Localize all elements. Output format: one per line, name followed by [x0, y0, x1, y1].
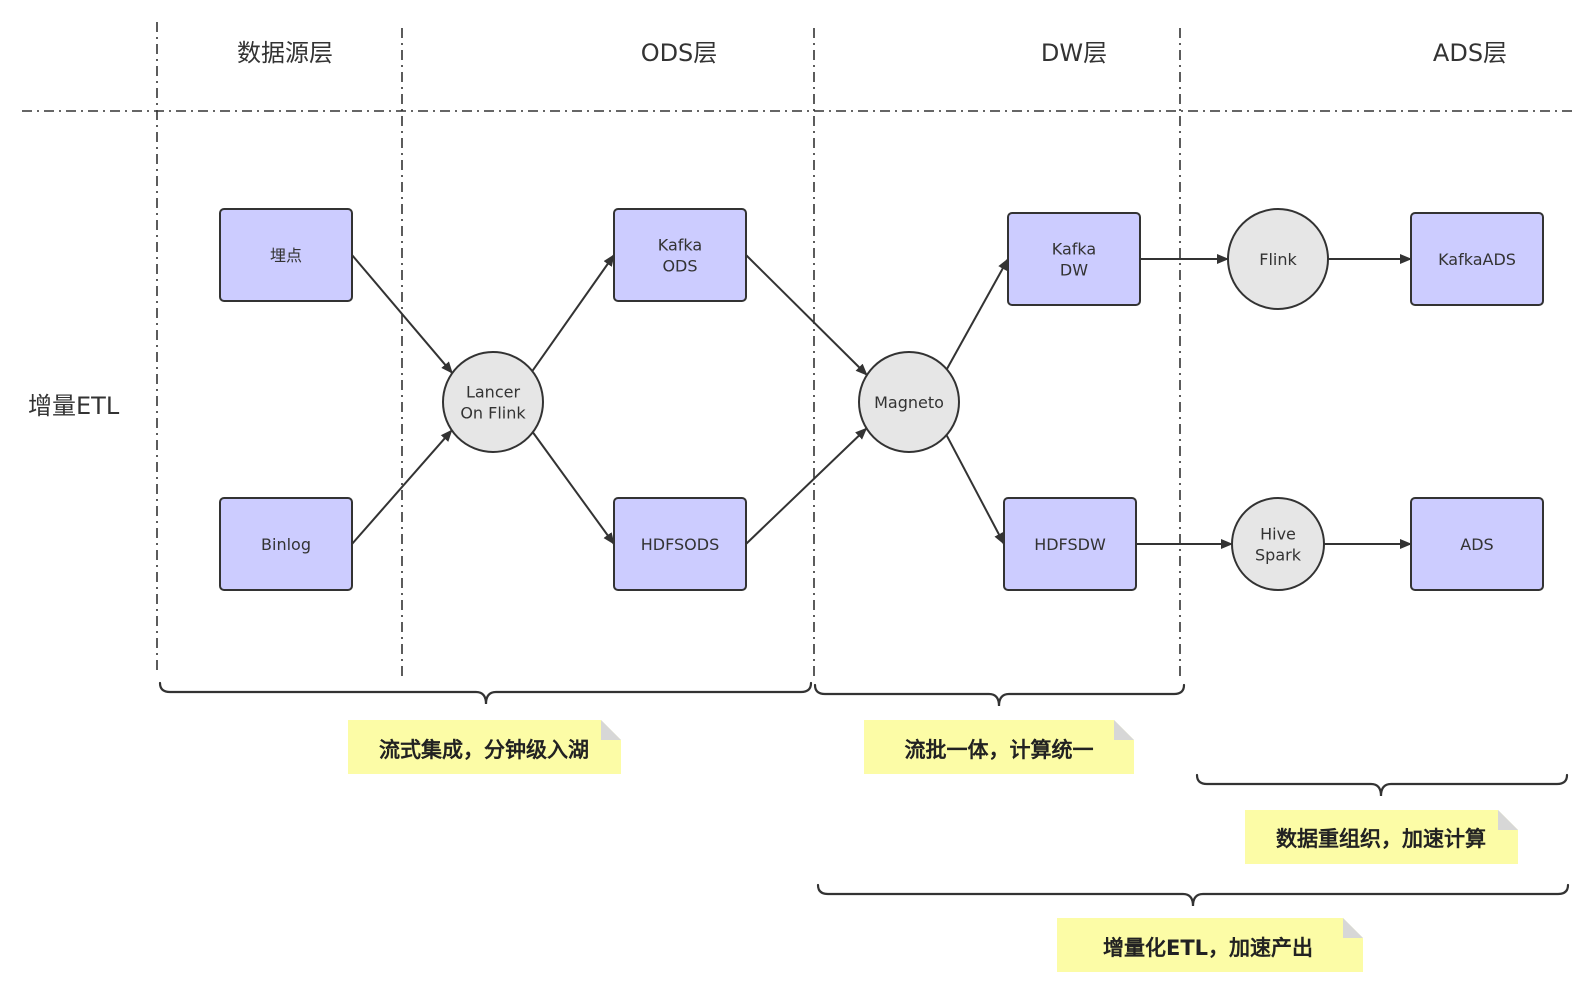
note-stream-ingest-text: 流式集成，分钟级入湖 [379, 738, 589, 762]
note-incremental-text: 增量化ETL，加速产出 [1103, 936, 1313, 960]
brace-stream-ingest [158, 681, 813, 705]
note-stream-batch-fold [1114, 720, 1134, 740]
node-kafka-ods-label: ODS [662, 257, 697, 276]
node-binlog-shape [219, 497, 353, 591]
note-stream-ingest: 流式集成，分钟级入湖 [348, 720, 621, 774]
edge-hdfs-ods-to-magneto [745, 427, 868, 545]
node-kafka-ads-shape [1410, 212, 1544, 306]
node-kafka-dw-label: Kafka [1052, 240, 1096, 259]
node-hive-spark-label: Spark [1255, 546, 1302, 565]
node-hdfs-dw: HDFSDW [1003, 497, 1137, 591]
layer-header-source: 数据源层 [237, 39, 333, 67]
node-kafka-ods-label: Kafka [658, 236, 702, 255]
edge-magneto-to-kafka-dw [945, 258, 1009, 370]
note-reorganize: 数据重组织，加速计算 [1245, 810, 1518, 864]
note-reorganize-body [1245, 810, 1518, 864]
node-binlog-label: Binlog [261, 535, 311, 554]
brace-incremental [816, 883, 1570, 907]
edge-kafka-ods-to-magneto [745, 254, 868, 376]
node-maidian-label: 埋点 [270, 246, 302, 265]
note-reorganize-fold [1498, 810, 1518, 830]
node-lancer: Lancer On Flink [442, 351, 544, 453]
node-hdfs-ods-shape [613, 497, 747, 591]
note-incremental-fold [1343, 918, 1363, 938]
edges [351, 254, 1412, 549]
note-stream-batch-text: 流批一体，计算统一 [905, 738, 1094, 762]
node-maidian-shape [219, 208, 353, 302]
row-label-incremental-etl: 增量ETL [28, 392, 120, 420]
layer-header-ods: ODS层 [641, 39, 718, 67]
node-hdfs-dw-label: HDFSDW [1034, 535, 1106, 554]
note-reorganize-text: 数据重组织，加速计算 [1276, 827, 1486, 851]
node-kafka-ads-label: KafkaADS [1438, 250, 1516, 269]
note-incremental-body [1057, 918, 1363, 972]
node-hdfs-ods: HDFSODS [613, 497, 747, 591]
edge-lancer-to-kafka-ods [531, 254, 615, 372]
node-hive-spark-shape [1231, 497, 1325, 591]
node-hdfs-dw-shape [1003, 497, 1137, 591]
node-lancer-shape [442, 351, 544, 453]
edge-maidian-to-lancer [351, 254, 453, 374]
node-magneto-label: Magneto [874, 393, 944, 412]
node-lancer-label: Lancer [466, 383, 521, 402]
edge-binlog-to-lancer [351, 429, 453, 545]
node-lancer-label: On Flink [460, 404, 526, 423]
brace-stream-batch [813, 683, 1186, 707]
node-flink-shape [1227, 208, 1329, 310]
node-flink-label: Flink [1259, 250, 1297, 269]
brace-reorganize [1195, 773, 1569, 797]
note-stream-ingest-fold [601, 720, 621, 740]
layer-header-dw: DW层 [1041, 39, 1107, 67]
node-kafka-ods-shape [613, 208, 747, 302]
node-maidian: 埋点 [219, 208, 353, 302]
note-stream-ingest-body [348, 720, 621, 774]
node-magneto-shape [858, 351, 960, 453]
note-stream-batch-body [864, 720, 1134, 774]
note-incremental: 增量化ETL，加速产出 [1057, 918, 1363, 972]
edge-magneto-to-hdfs-dw [945, 434, 1005, 545]
node-flink: Flink [1227, 208, 1329, 310]
node-hive-spark-label: Hive [1260, 525, 1296, 544]
node-kafka-dw-shape [1007, 212, 1141, 306]
node-binlog: Binlog [219, 497, 353, 591]
node-kafka-dw-label: DW [1060, 261, 1088, 280]
node-kafka-ads: KafkaADS [1410, 212, 1544, 306]
braces [158, 681, 1570, 907]
node-ads-shape [1410, 497, 1544, 591]
node-ads-label: ADS [1460, 535, 1493, 554]
note-stream-batch: 流批一体，计算统一 [864, 720, 1134, 774]
layer-separators [22, 22, 1572, 678]
edge-lancer-to-hdfs-ods [532, 431, 615, 545]
layer-header-ads: ADS层 [1433, 39, 1507, 67]
node-ads: ADS [1410, 497, 1544, 591]
node-magneto: Magneto [858, 351, 960, 453]
node-hdfs-ods-label: HDFSODS [641, 535, 720, 554]
